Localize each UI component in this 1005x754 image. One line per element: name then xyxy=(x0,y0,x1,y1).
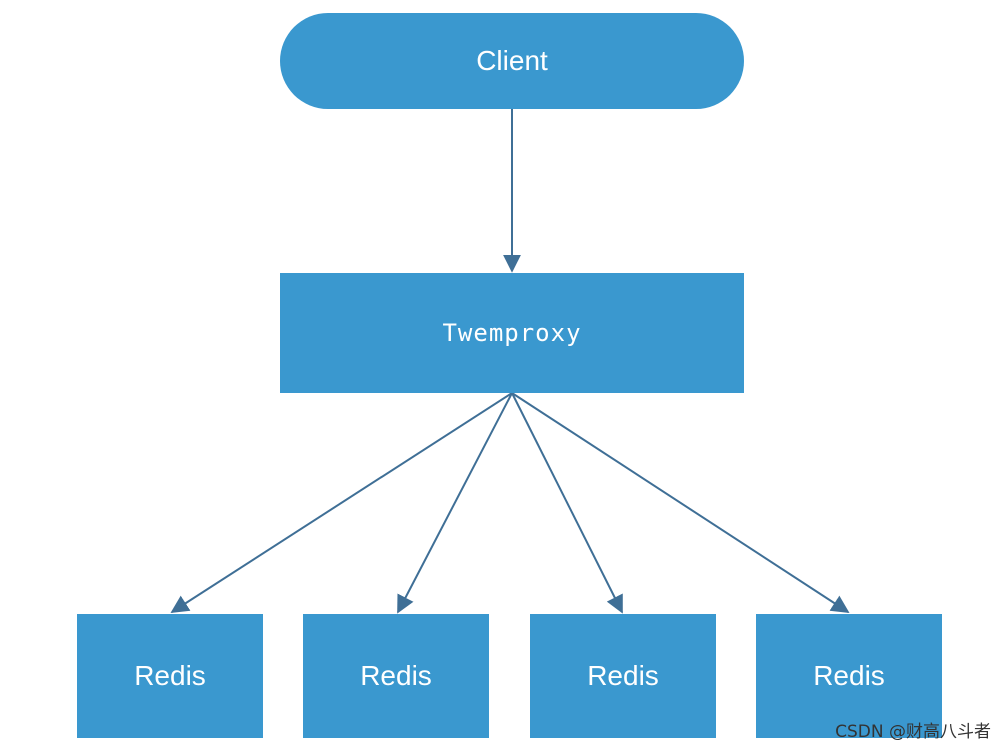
twemproxy-label: Twemproxy xyxy=(442,319,582,347)
redis-node-4: Redis xyxy=(756,614,942,738)
redis-label-1: Redis xyxy=(134,660,206,691)
arrow-proxy-to-redis-4 xyxy=(511,392,850,613)
client-label: Client xyxy=(476,45,548,76)
arrow-proxy-to-redis-3 xyxy=(511,392,623,614)
redis-node-2: Redis xyxy=(303,614,489,738)
arrow-proxy-to-redis-2 xyxy=(397,392,513,614)
redis-node-1: Redis xyxy=(77,614,263,738)
redis-label-3: Redis xyxy=(587,660,659,691)
redis-label-4: Redis xyxy=(813,660,885,691)
watermark-text: CSDN @财高八斗者 xyxy=(835,722,991,742)
redis-label-2: Redis xyxy=(360,660,432,691)
twemproxy-node: Twemproxy xyxy=(280,273,744,393)
arrow-proxy-to-redis-1 xyxy=(170,392,513,613)
client-node: Client xyxy=(280,13,744,109)
redis-node-3: Redis xyxy=(530,614,716,738)
